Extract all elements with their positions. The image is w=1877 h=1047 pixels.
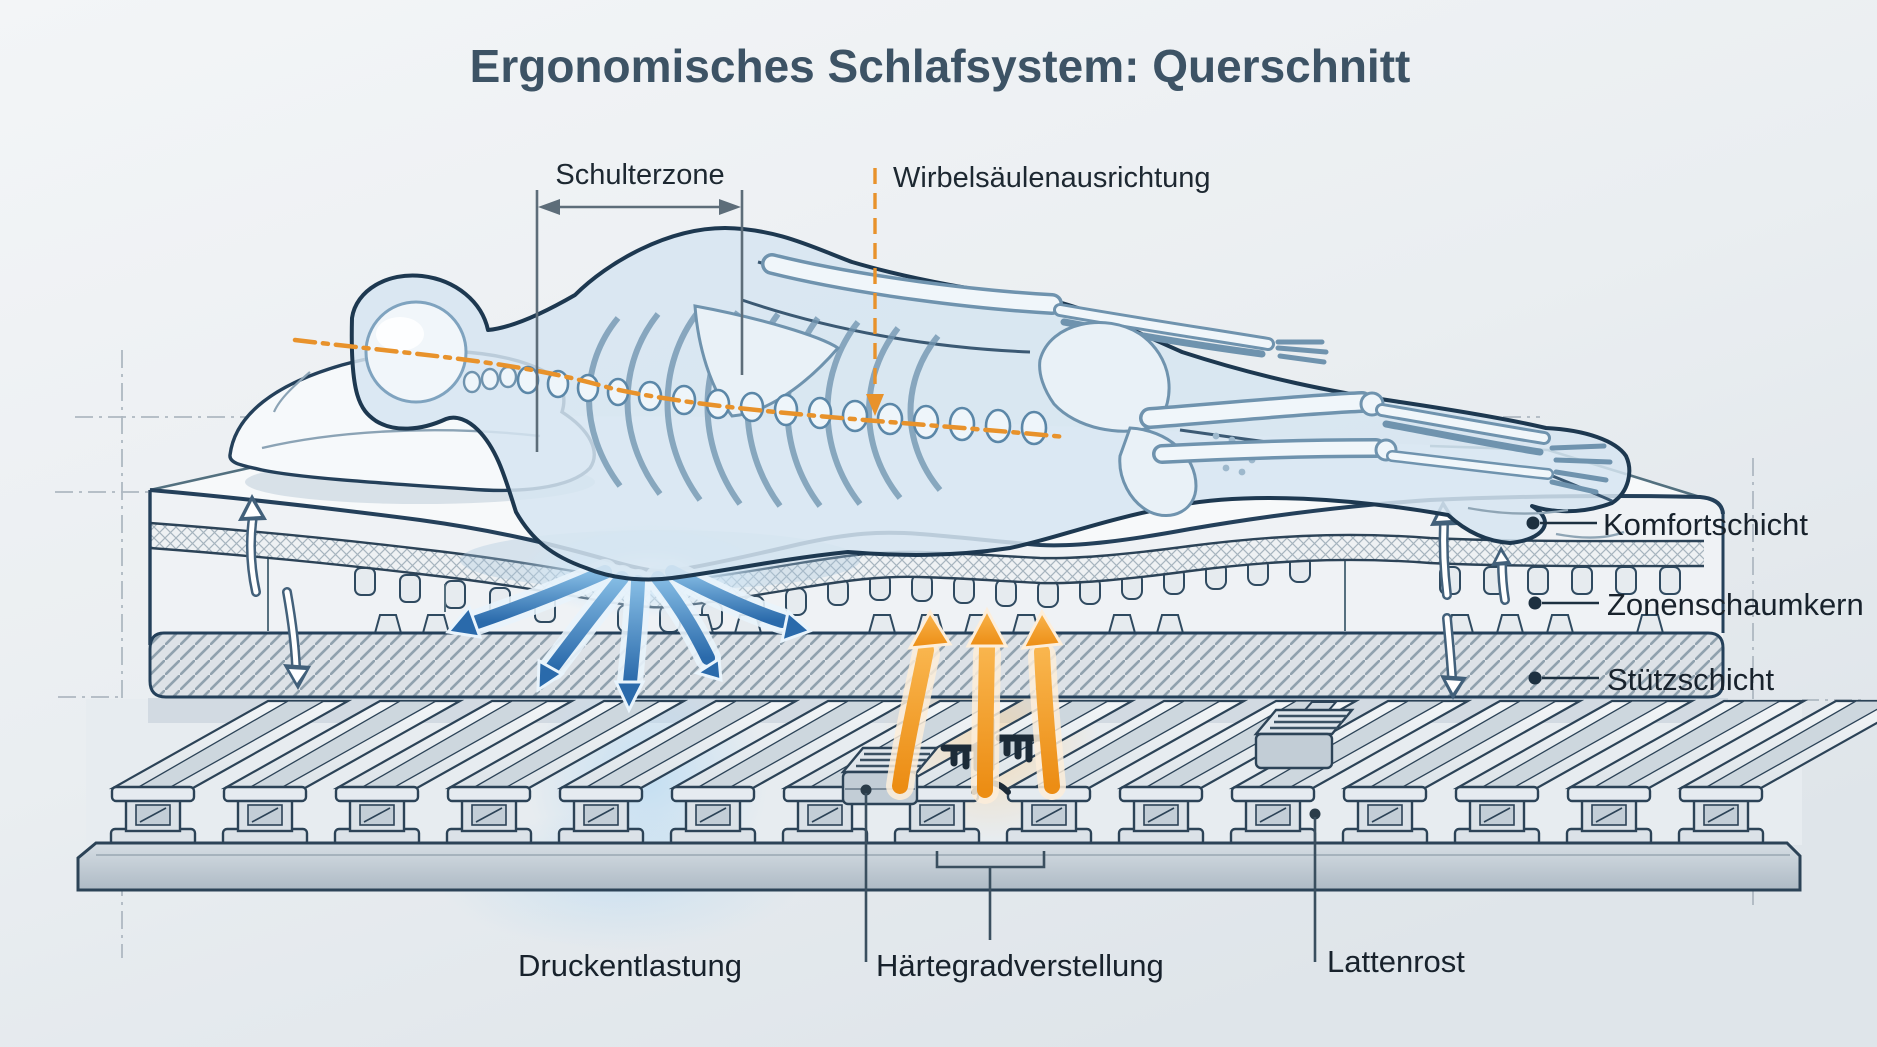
firmness-slider <box>1253 701 1355 770</box>
label-zoned-foam-core: Zonenschaumkern <box>1607 587 1864 622</box>
label-comfort-layer: Komfortschicht <box>1603 507 1808 542</box>
shoulder-zone-measure <box>535 190 744 452</box>
foot-shadow <box>1467 506 1569 515</box>
layer-leaders <box>1526 516 1599 685</box>
measure-arrowhead-left-icon <box>538 199 560 215</box>
skeleton <box>364 253 1613 518</box>
label-slatted-frame: Lattenrost <box>1327 944 1465 979</box>
bottom-leaders <box>860 784 1321 962</box>
foam-zone-seams <box>267 556 1346 631</box>
label-pressure-relief: Druckentlastung <box>518 948 742 983</box>
arm-bones <box>761 253 1329 365</box>
scapula-bone <box>693 304 841 418</box>
ventilation-arrows <box>238 494 1512 700</box>
spine-alignment-arrowhead-icon <box>866 394 884 416</box>
spine-alignment-line <box>292 168 1068 440</box>
pressure-arrows <box>445 559 813 714</box>
airflow-arrows <box>886 606 1066 804</box>
measure-arrowhead-right-icon <box>719 199 741 215</box>
label-spine-alignment: Wirbelsäulenausrichtung <box>893 162 1211 194</box>
arm-underside-line <box>741 298 1031 354</box>
label-firmness-adjustment: Härtegradverstellung <box>876 948 1164 983</box>
foot-shadow <box>1555 530 1625 539</box>
neck-vertebrae <box>462 365 518 394</box>
label-shoulder-zone: Schulterzone <box>555 159 724 191</box>
label-support-layer: Stützschicht <box>1607 662 1775 697</box>
page-title: Ergonomisches Schlafsystem: Querschnitt <box>470 40 1411 92</box>
sleeper-body <box>349 226 1632 582</box>
skull-highlight <box>376 317 424 351</box>
slatted-frame <box>76 640 1877 950</box>
leg-bones <box>1139 391 1613 495</box>
body-silhouette <box>349 226 1632 582</box>
